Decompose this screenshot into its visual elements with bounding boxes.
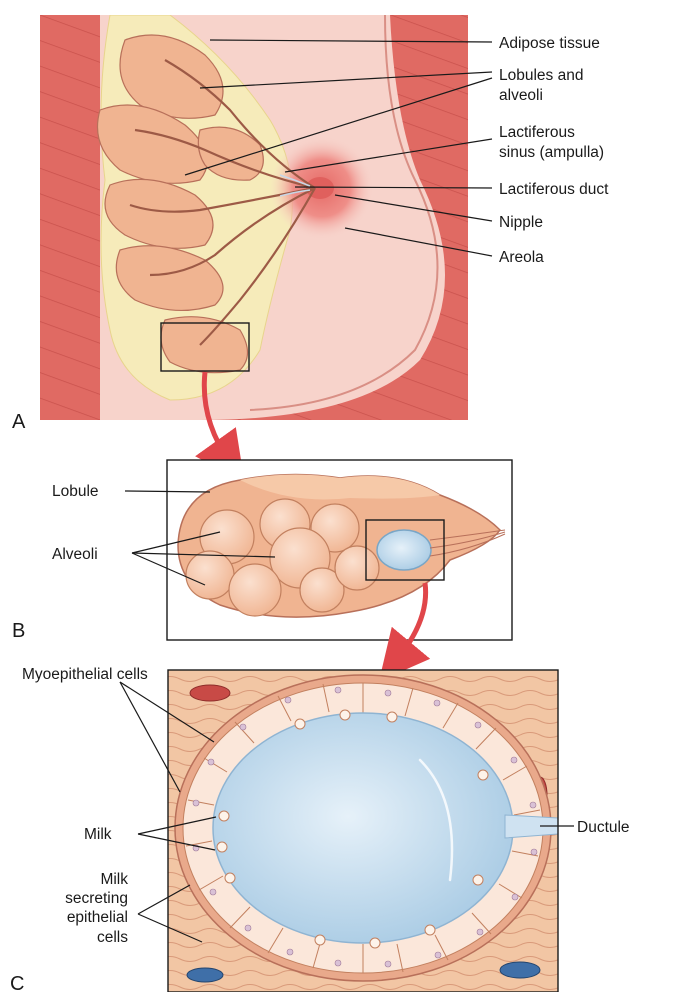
blood-vessel-4 (500, 962, 540, 978)
label-adipose-tissue: Adipose tissue (499, 35, 600, 52)
panel-letter-b: B (12, 620, 25, 642)
label-ductule: Ductule (577, 819, 630, 836)
panel-b-lobule (167, 460, 512, 640)
blood-vessel-3 (187, 968, 223, 982)
label-secreting-line2: secreting (65, 890, 128, 907)
label-lobules-line1: Lobules and (499, 67, 583, 84)
label-sinus-line2: sinus (ampulla) (499, 144, 604, 161)
panel-letter-a: A (12, 411, 26, 433)
label-lactiferous-duct: Lactiferous duct (499, 181, 609, 198)
blood-vessel-1 (190, 685, 230, 701)
label-lobule: Lobule (52, 483, 99, 500)
label-nipple: Nipple (499, 214, 543, 231)
label-secreting-line4: cells (97, 929, 128, 946)
label-lobules-line2: alveoli (499, 87, 543, 104)
label-areola: Areola (499, 249, 544, 266)
label-alveoli: Alveoli (52, 546, 98, 563)
panel-c-alveolus (168, 670, 558, 992)
alveolar-lumen (213, 713, 513, 943)
alveolus-lumen-b (377, 530, 431, 570)
label-myoepithelial-cells: Myoepithelial cells (22, 666, 148, 683)
panel-a-breast-cross-section (40, 15, 468, 420)
label-secreting-line3: epithelial (67, 909, 128, 926)
label-milk: Milk (84, 826, 112, 843)
label-secreting-line1: Milk (100, 871, 128, 888)
label-sinus-line1: Lactiferous (499, 124, 575, 141)
panel-letter-c: C (10, 973, 24, 992)
